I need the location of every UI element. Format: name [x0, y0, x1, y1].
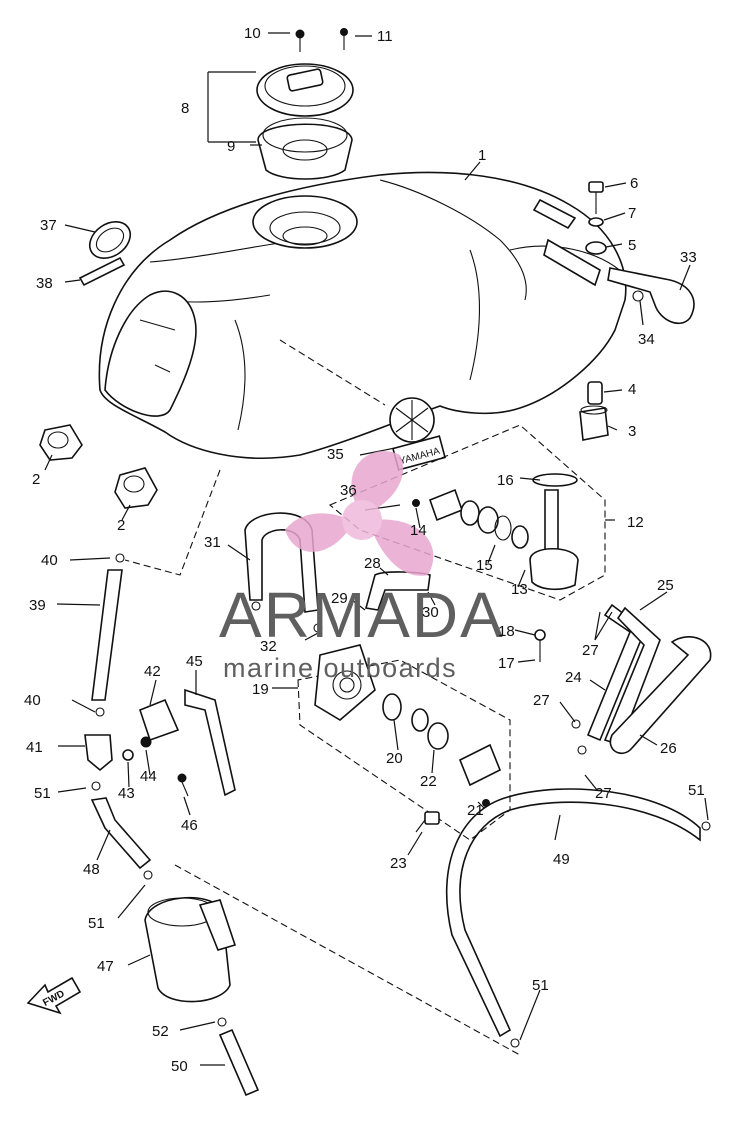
callout-29: 29 [331, 590, 348, 607]
callout-24: 24 [565, 669, 582, 686]
callout-51a: 51 [34, 785, 51, 802]
callout-37: 37 [40, 217, 57, 234]
callout-23: 23 [390, 855, 407, 872]
brand-tagline: marine outboards [223, 653, 457, 683]
callout-17: 17 [498, 655, 515, 672]
callout-19: 19 [252, 681, 269, 698]
leader-lines [44, 32, 709, 1066]
callout-31: 31 [204, 534, 221, 551]
callout-27a: 27 [582, 642, 599, 659]
callout-33: 33 [680, 249, 697, 266]
fuel-tank [98, 171, 627, 459]
callout-21: 21 [467, 802, 484, 819]
leader-guides [124, 339, 521, 1056]
callout-43: 43 [118, 785, 135, 802]
callout-48: 48 [83, 861, 100, 878]
callout-42: 42 [144, 663, 161, 680]
callout-51b: 51 [88, 915, 105, 932]
hose-clips [91, 553, 711, 1048]
callout-34: 34 [638, 331, 655, 348]
callout-9: 9 [227, 138, 235, 155]
callout-39: 39 [29, 597, 46, 614]
callout-7: 7 [628, 205, 636, 222]
callout-25: 25 [657, 577, 674, 594]
fuel-pump-assembly [84, 644, 511, 1003]
callout-44: 44 [140, 768, 157, 785]
callout-52: 52 [152, 1023, 169, 1040]
callout-49: 49 [553, 851, 570, 868]
forward-arrow-icon: FWD [26, 976, 82, 1015]
callout-16: 16 [497, 472, 514, 489]
callout-51c: 51 [532, 977, 549, 994]
callout-15: 15 [476, 557, 493, 574]
callout-32: 32 [260, 638, 277, 655]
callout-51d: 51 [688, 782, 705, 799]
callout-18: 18 [498, 623, 515, 640]
callout-46: 46 [181, 817, 198, 834]
callout-45: 45 [186, 653, 203, 670]
callout-50: 50 [171, 1058, 188, 1075]
callout-22: 22 [420, 773, 437, 790]
callout-41: 41 [26, 739, 43, 756]
brand-name: ARMADA [219, 579, 505, 651]
callout-11: 11 [377, 28, 393, 45]
callout-2a: 2 [32, 471, 40, 488]
callout-3: 3 [628, 423, 636, 440]
callout-6: 6 [630, 175, 638, 192]
misc-parts: YAMAHA [39, 181, 695, 509]
armada-watermark: ARMADA marine outboards [219, 451, 505, 683]
propeller-logo-icon [285, 451, 434, 576]
callout-4: 4 [628, 381, 636, 398]
callout-26: 26 [660, 740, 677, 757]
callout-1: 1 [478, 147, 486, 164]
fuel-cap-assembly [256, 28, 354, 180]
callout-12: 12 [627, 514, 644, 531]
callout-27b: 27 [533, 692, 550, 709]
callout-20: 20 [386, 750, 403, 767]
callout-numbers: 1 2 2 3 4 5 6 7 8 9 10 11 12 13 14 15 16… [24, 25, 705, 1075]
callout-38: 38 [36, 275, 53, 292]
callout-8: 8 [181, 100, 189, 117]
callout-14: 14 [410, 522, 427, 539]
callout-5: 5 [628, 237, 636, 254]
callout-40a: 40 [41, 552, 58, 569]
callout-2b: 2 [117, 517, 125, 534]
callout-10: 10 [244, 25, 261, 42]
fuel-hoses [90, 512, 712, 1097]
callout-47: 47 [97, 958, 114, 975]
callout-30: 30 [422, 604, 439, 621]
callout-27c: 27 [595, 785, 612, 802]
callout-36: 36 [340, 482, 357, 499]
callout-28: 28 [364, 555, 381, 572]
callout-13: 13 [511, 581, 528, 598]
callout-35: 35 [327, 446, 344, 463]
callout-40b: 40 [24, 692, 41, 709]
fuel-cock-assembly [328, 424, 606, 662]
